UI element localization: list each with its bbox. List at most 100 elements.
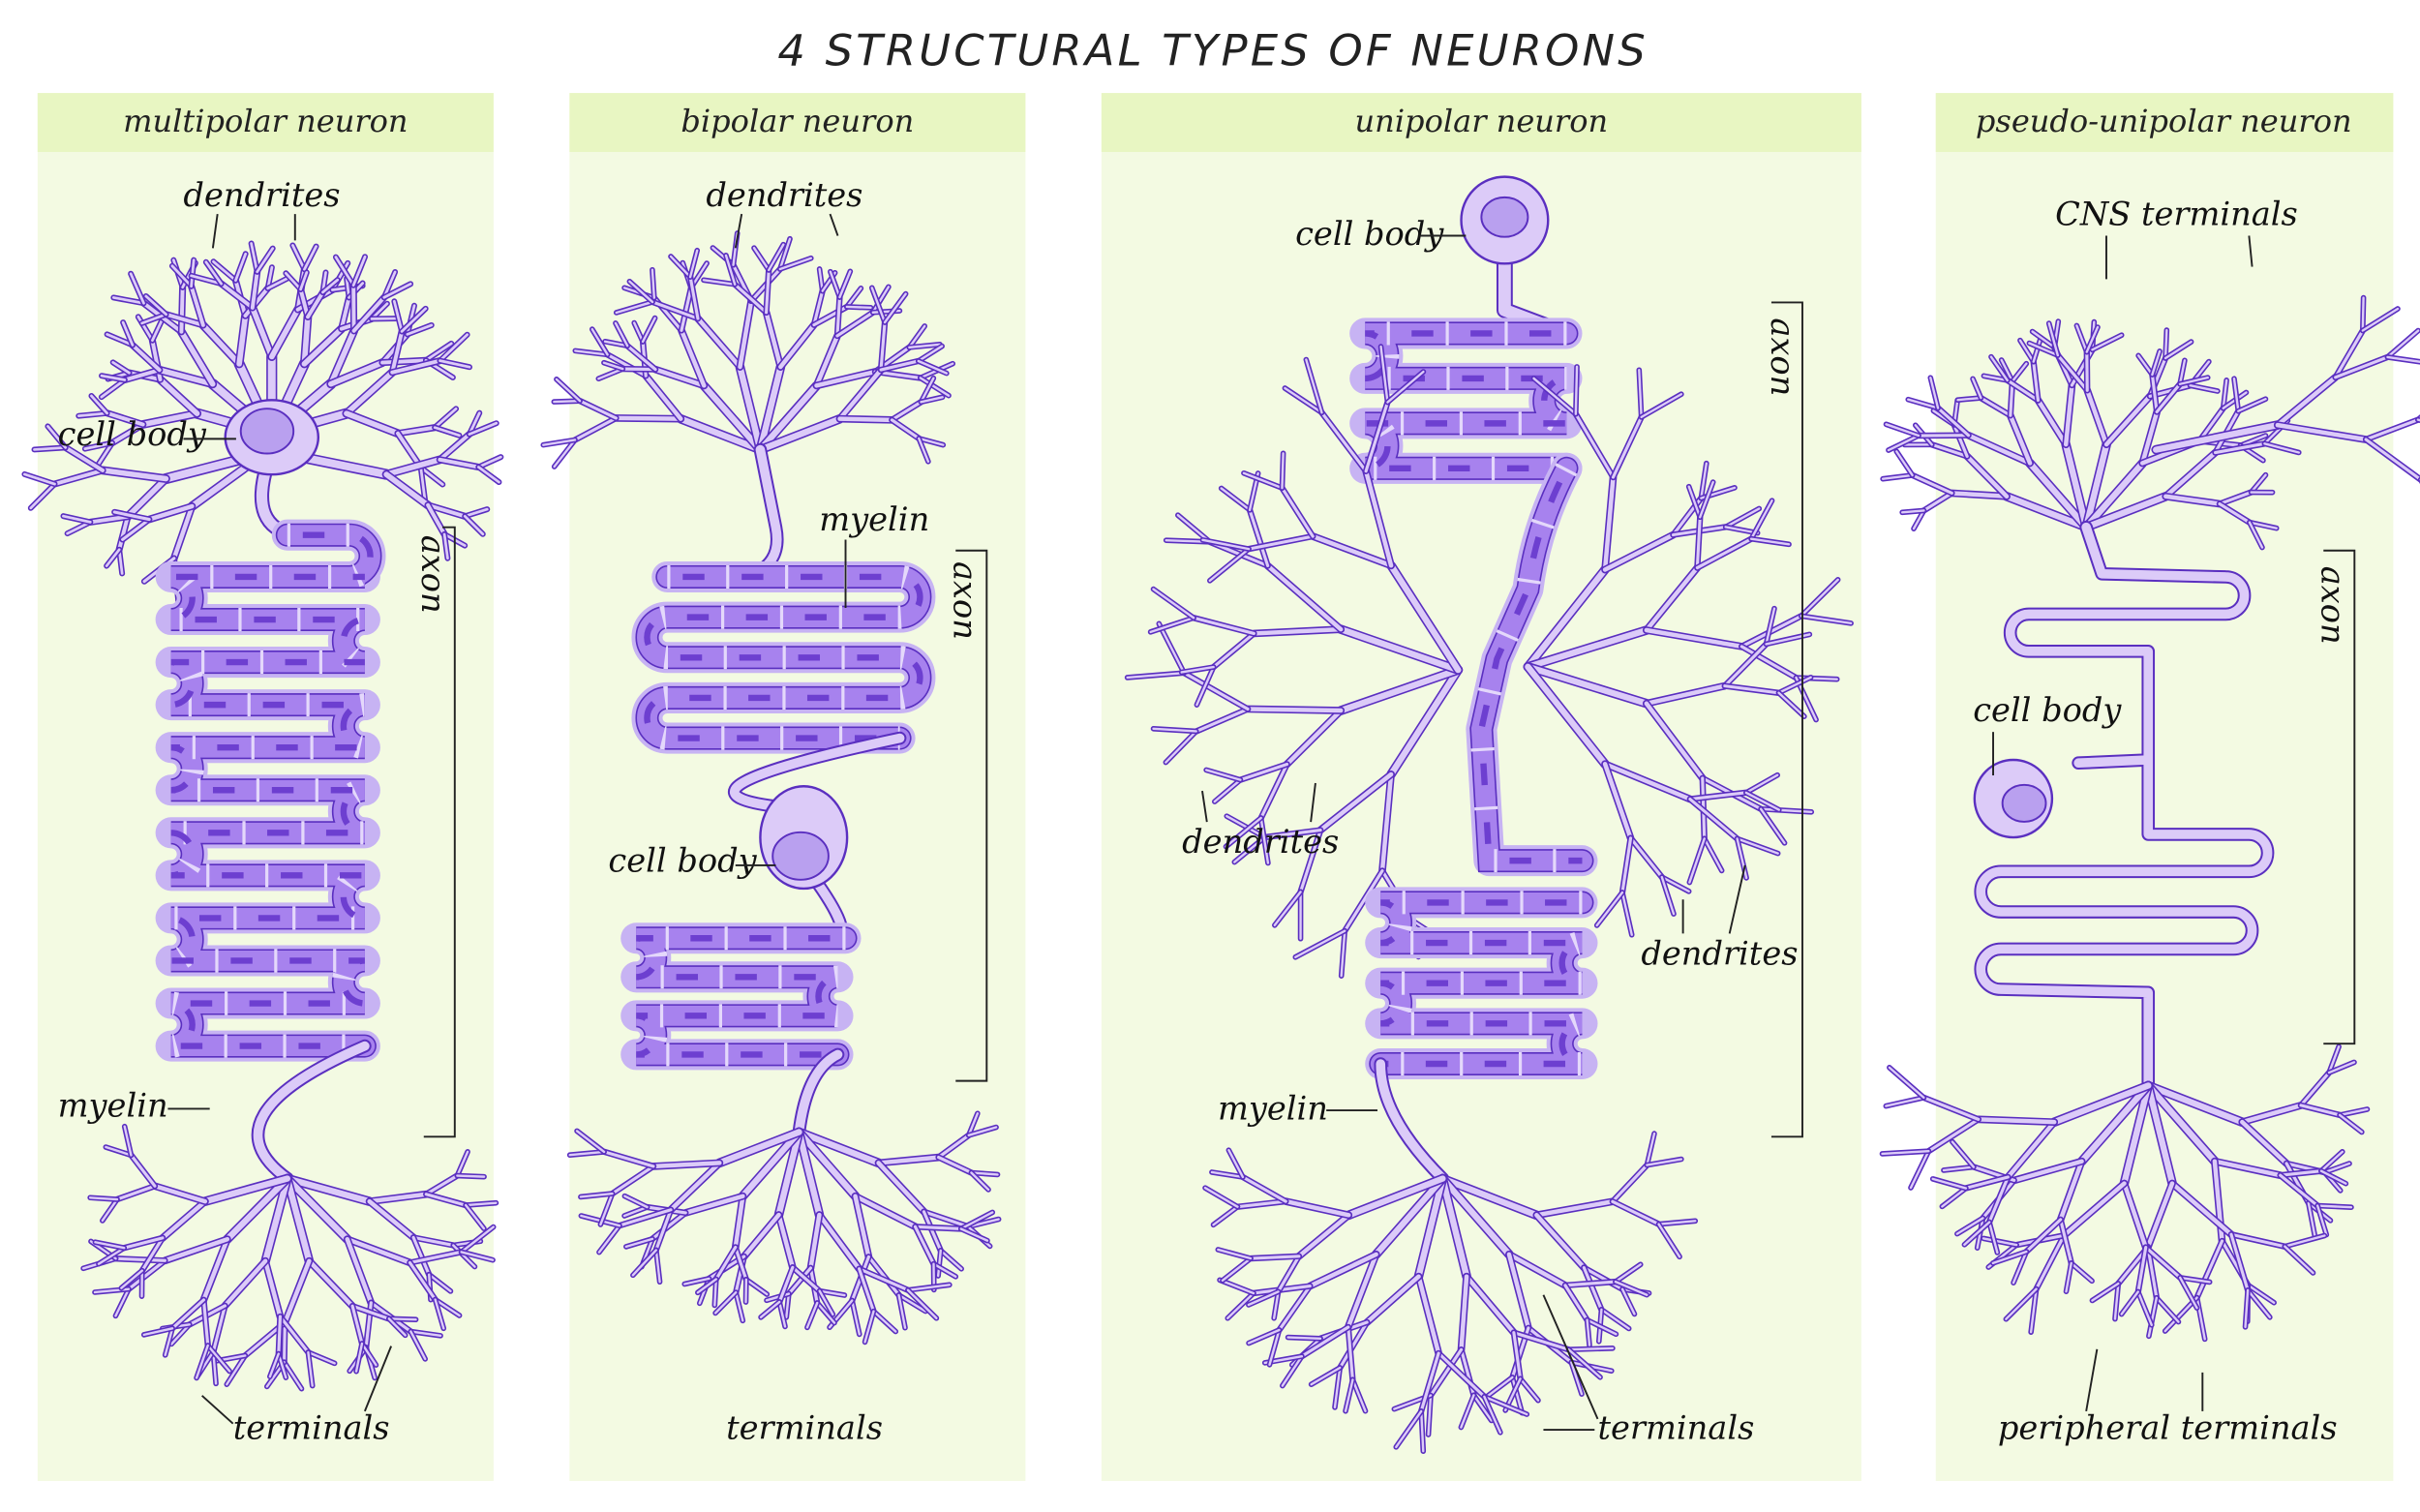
dendrite-branch [2315,1204,2353,1209]
dendrite-branch [456,1174,486,1178]
dendrite-branch [814,333,840,388]
dendrite-branch [307,1350,336,1365]
dendrite-branch [714,1245,738,1282]
dendrite-branch [2247,1284,2276,1304]
dendrite-branch [1963,1221,1991,1247]
dendrite-branch [2189,384,2220,393]
dendrite-branch [390,358,442,375]
dendrite-branch [1460,1394,1475,1429]
dendrite-branch [876,1161,926,1214]
dendrite-branch [1227,1149,1245,1179]
panel-header: multipolar neuron [123,103,408,139]
dendrite-branch [1464,1274,1517,1335]
dendrite-branch [2248,521,2264,549]
dendrite-branch [351,295,386,333]
dendrite-branch [879,320,887,372]
dendrite-branch [1483,1395,1502,1435]
dendrite-branch [1439,1175,1470,1280]
dendrite-branch [1885,1096,1925,1107]
dendrite-branch [345,1236,412,1265]
dendrite-branch [897,1293,927,1313]
dendrite-branch [967,1126,998,1137]
dendrite-branch [1506,1252,1531,1331]
dendrite-branch [334,256,355,287]
dendrite-branch [959,1211,994,1230]
dendrite-branch [63,445,105,472]
dendrite-branch [283,1258,312,1325]
dendrite-branch [268,1352,280,1378]
dendrite-branch [2000,358,2014,383]
dendrite-branch [906,1284,952,1291]
dendrite-branch [2121,1082,2152,1187]
dendrite-branch [851,1299,861,1336]
dendrite-branch [936,1249,942,1278]
dendrite-branch [1439,1175,1540,1219]
dendrite-branch [1158,622,1186,675]
dendrite-branch [1638,369,1643,419]
dendrite-branch [1532,377,1578,415]
dendrite-branch [2279,1173,2319,1208]
dendrite-branch [2323,1162,2351,1174]
dendrite-branch [2232,378,2240,412]
dendrite-branch [1280,486,1315,538]
dendrite-branch [121,518,151,541]
dendrite-branch [678,415,764,453]
dendrite-branch [426,502,447,536]
dendrite-branch [100,378,127,399]
dendrite-branch [284,1175,313,1264]
dendrite-branch [1338,1320,1369,1370]
dendrite-branch [2229,1232,2286,1249]
dendrite-branch [1317,771,1394,832]
dendrite-branch [1268,1328,1281,1367]
dendrite-branch [2050,1082,2152,1126]
dendrite-branch [643,373,683,421]
dendrite-branch [1204,769,1242,781]
dendrite-branch [1373,1175,1446,1258]
dendrite-branch [1284,1198,1351,1218]
dendrite-branch [1152,588,1195,620]
dendrite-branch [906,1288,938,1319]
dendrite-branch [2153,421,2282,453]
dendrite-branch [460,1251,495,1261]
label-dendrites: dendrites [706,176,862,214]
dendrite-branch [1519,1377,1540,1402]
dendrite-branch [2136,354,2154,377]
dendrite-branch [1201,538,1251,551]
dendrite-branch [52,469,105,486]
dendrite-branch [1895,450,1914,477]
dendrite-branch [776,1212,796,1270]
dendrite-branch [2222,378,2228,409]
dendrite-branch [767,243,785,272]
dendrite-branch [170,264,193,288]
dendrite-branch [752,246,771,272]
dendrite-branch [1657,1223,1681,1258]
dendrite-branch [301,325,345,367]
dendrite-branch [1570,1361,1584,1396]
dendrite-branch [1688,837,1706,884]
dendrite-branch [1319,410,1368,473]
dendrite-branch [1966,433,2033,466]
dendrite-branch [2145,1082,2246,1126]
dendrite-branch [1512,1331,1571,1351]
dendrite-branch [1241,1175,1287,1203]
dendrite-branch [1310,1366,1342,1386]
dendrite-branch [1628,836,1664,879]
bipolar-neuron [540,230,1002,1346]
dendrite-branch [937,1134,971,1160]
dendrite-branch [614,321,629,348]
dendrite-branch [777,1300,787,1328]
dendrite-branch [2275,375,2338,428]
dendrite-branch [652,367,707,388]
dendrite-branch [1952,423,1969,458]
dendrite-branch [2364,418,2420,441]
dendrite-branch [622,1205,649,1218]
dendrite-branch [179,285,185,334]
dendrite-branch [1736,837,1748,880]
dendrite-branch [163,1236,230,1263]
dendrite-branch [1602,762,1693,801]
dendrite-branch [2386,329,2420,359]
dendrite-branch [733,283,769,315]
dendrite-branch [1749,499,1773,540]
dendrite-branch [1248,508,1270,567]
dendrite-branch [959,1227,989,1242]
